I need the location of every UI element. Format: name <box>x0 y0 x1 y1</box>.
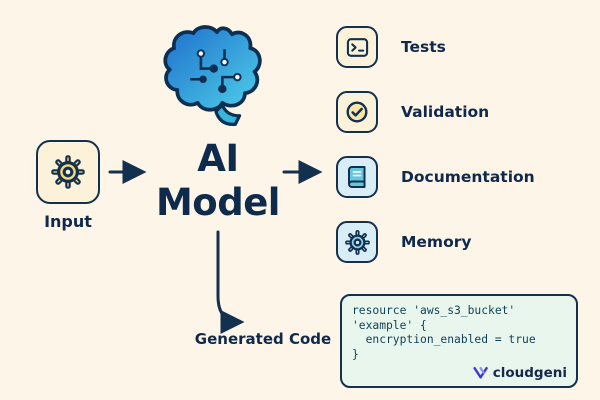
brain-icon <box>163 25 262 126</box>
output-row-documentation: Documentation <box>336 156 535 198</box>
code-line: 'example' { <box>352 318 427 332</box>
code-line: encryption_enabled = true <box>352 333 536 346</box>
input-label: Input <box>44 212 92 231</box>
output-label-documentation: Documentation <box>401 168 535 186</box>
gear-icon <box>51 155 85 189</box>
gear-icon <box>344 229 370 255</box>
output-node-validation <box>336 91 378 133</box>
output-node-tests <box>336 26 378 68</box>
model-title-line1: AI <box>197 137 239 180</box>
output-row-memory: Memory <box>336 221 471 263</box>
brand-mark-icon <box>473 367 488 379</box>
output-node-documentation <box>336 156 378 198</box>
output-row-tests: Tests <box>336 26 446 68</box>
book-icon <box>348 166 366 188</box>
output-label-memory: Memory <box>401 233 472 251</box>
output-row-validation: Validation <box>336 91 489 133</box>
code-line: resource 'aws_s3_bucket' <box>352 304 516 317</box>
terminal-icon <box>346 37 368 57</box>
output-label-validation: Validation <box>401 103 490 121</box>
output-node-memory <box>336 221 378 263</box>
code-line: } <box>352 347 359 361</box>
brand-logo: cloudgeni <box>473 365 567 381</box>
model-title-line2: Model <box>155 181 281 224</box>
output-label-tests: Tests <box>401 38 446 56</box>
check-circle-icon <box>346 101 368 123</box>
generated-code-label: Generated Code <box>194 330 332 348</box>
code-block: resource 'aws_s3_bucket' 'example' { enc… <box>340 294 578 388</box>
input-node <box>36 140 100 204</box>
brand-name: cloudgeni <box>492 365 567 381</box>
arrow-model-to-code <box>216 230 245 334</box>
